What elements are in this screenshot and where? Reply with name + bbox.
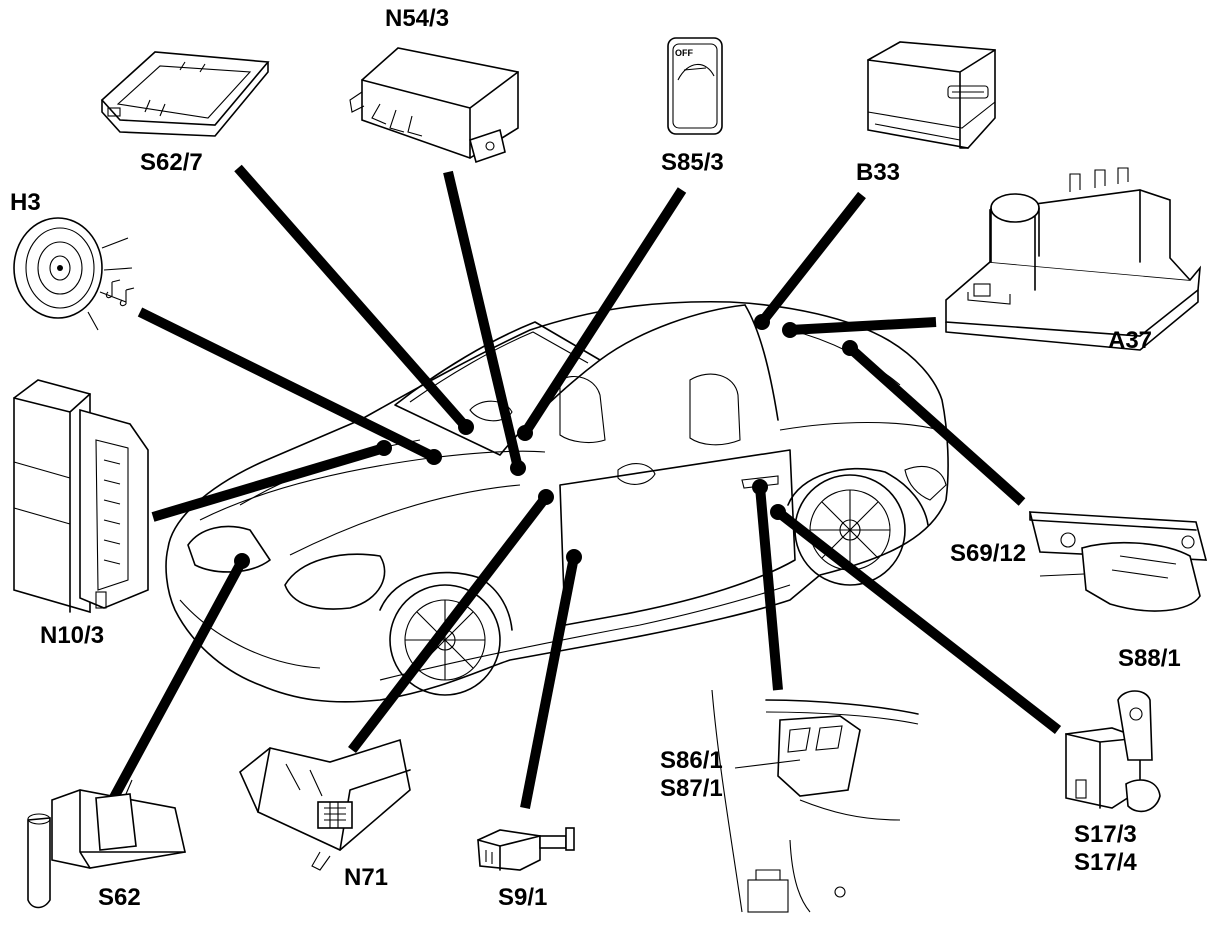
label-n54-3: N54/3 xyxy=(385,5,449,32)
n54-3-module-icon xyxy=(349,47,519,164)
s62-switch-icon xyxy=(27,779,186,909)
leader-s9-1 xyxy=(520,556,579,809)
door-handle xyxy=(741,475,779,489)
dot-a37 xyxy=(782,322,798,338)
b33-sensor-icon xyxy=(867,41,996,149)
door-outline xyxy=(559,449,796,626)
label-a37: A37 xyxy=(1108,327,1152,354)
leader-a37 xyxy=(789,317,937,335)
dot-n71 xyxy=(538,489,554,505)
taillight xyxy=(904,466,947,501)
label-s86-1: S86/1 xyxy=(660,747,723,774)
b-line xyxy=(744,304,779,421)
dot-s17 xyxy=(770,504,786,520)
leader-s86-1 xyxy=(755,486,783,691)
h3-horn-icon xyxy=(13,217,135,331)
a-pillar xyxy=(599,304,746,361)
dot-n54-3 xyxy=(510,460,526,476)
dot-s85-3 xyxy=(517,425,533,441)
seat-right xyxy=(689,373,741,446)
label-b33: B33 xyxy=(856,159,900,186)
leader-s62 xyxy=(87,558,247,841)
label-h3: H3 xyxy=(10,189,41,216)
s85-3-button-text: OFF xyxy=(675,48,693,58)
leader-s17 xyxy=(774,508,1062,734)
label-s17-3: S17/3 xyxy=(1074,821,1137,848)
leader-n71 xyxy=(348,493,550,754)
windshield-inner xyxy=(409,331,589,403)
hood-bulge xyxy=(239,439,421,506)
grille xyxy=(187,525,271,573)
label-s87-1: S87/1 xyxy=(660,775,723,802)
rear-wheel-arch xyxy=(787,467,929,526)
dot-s69-12 xyxy=(842,340,858,356)
label-n10-3: N10/3 xyxy=(40,622,104,649)
s17-switch-icon xyxy=(1065,690,1161,813)
leader-b33 xyxy=(758,191,866,326)
leader-n10-3 xyxy=(151,443,386,522)
headlight xyxy=(284,553,386,610)
n10-3-control-unit-icon xyxy=(13,379,149,614)
label-s85-3: S85/3 xyxy=(661,149,724,176)
dot-h3 xyxy=(426,449,442,465)
leader-n54-3 xyxy=(443,170,523,470)
rear-deck xyxy=(779,421,941,431)
bumper-line xyxy=(179,599,321,669)
car-outline xyxy=(165,300,949,703)
leader-s62-7 xyxy=(234,164,470,431)
dot-s86-1 xyxy=(752,479,768,495)
sill-line xyxy=(379,584,791,681)
leader-s69-12 xyxy=(846,344,1026,506)
hood-crease xyxy=(289,484,521,556)
s62-7-switch-icon xyxy=(100,51,270,137)
s86-1-s87-1-inset-icon xyxy=(711,689,919,913)
leader-h3 xyxy=(137,307,437,462)
s85-3-button-icon: OFF xyxy=(667,37,723,135)
label-s69-12: S69/12 xyxy=(950,540,1026,567)
s9-1-switch-icon xyxy=(477,827,575,871)
component-labels: S62/7 N54/3 S85/3 B33 H3 A37 N10/3 S69/1… xyxy=(10,5,1181,911)
dot-s62 xyxy=(234,553,250,569)
side-mirror xyxy=(617,463,656,485)
front-wheel-spokes xyxy=(405,600,485,680)
dot-b33 xyxy=(754,314,770,330)
seat-left xyxy=(559,376,606,444)
dot-s62-7 xyxy=(458,419,474,435)
front-wheel-arch xyxy=(379,571,513,631)
rear-wheel-spokes xyxy=(810,490,890,570)
dot-n10-3 xyxy=(376,440,392,456)
label-s9-1: S9/1 xyxy=(498,884,547,911)
front-wheel-tire xyxy=(389,584,501,696)
label-s62: S62 xyxy=(98,884,141,911)
s69-12-s88-1-switch-icon xyxy=(1028,511,1208,612)
label-s17-4: S17/4 xyxy=(1074,849,1137,876)
dot-s9-1 xyxy=(566,549,582,565)
steering-wheel xyxy=(469,400,513,422)
label-s88-1: S88/1 xyxy=(1118,645,1181,672)
n71-module-icon xyxy=(239,738,411,871)
leader-lines xyxy=(87,164,1062,841)
attachment-dots xyxy=(234,314,858,569)
label-n71: N71 xyxy=(344,864,388,891)
a37-actuator-icon xyxy=(945,167,1202,351)
leader-s85-3 xyxy=(520,187,687,436)
label-s62-7: S62/7 xyxy=(140,149,203,176)
